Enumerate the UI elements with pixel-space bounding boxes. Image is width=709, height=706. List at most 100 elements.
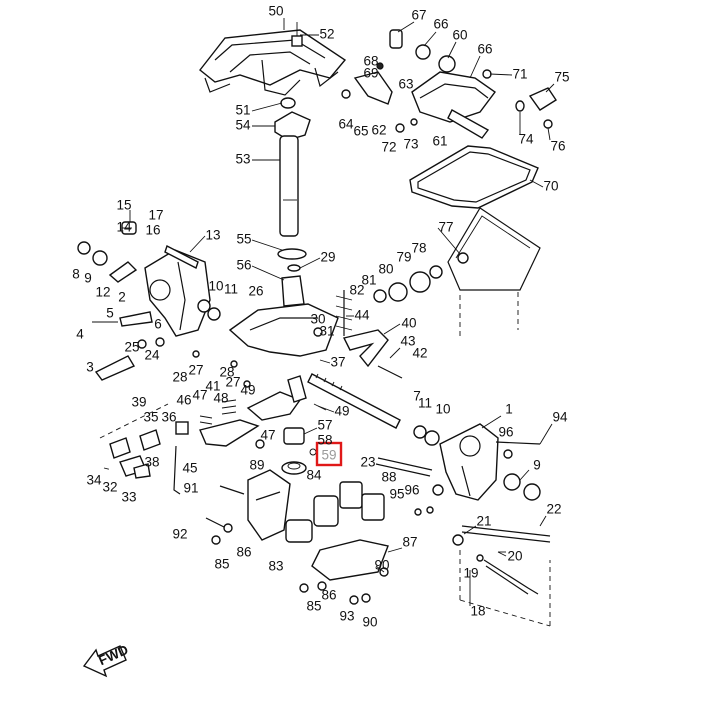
callout-9-label: 9: [533, 458, 541, 473]
callout-54-label: 54: [235, 118, 251, 133]
callout-68-label: 68: [363, 54, 378, 69]
callout-61-label: 61: [432, 134, 447, 149]
callout-35-label: 35: [143, 410, 158, 425]
cowling-part: [447, 207, 541, 340]
callout-30-label: 30: [310, 312, 325, 327]
callout-21-label: 21: [476, 514, 491, 529]
callout-31-label: 31: [319, 324, 334, 339]
callout-2-label: 2: [118, 290, 126, 305]
callout-52-label: 52: [319, 27, 334, 42]
callout-9-label: 9: [84, 271, 92, 286]
callout-71-label: 71: [512, 67, 527, 82]
callout-55-label: 55: [236, 232, 251, 247]
callout-24-label: 24: [144, 348, 160, 363]
lower-mount-part: [205, 469, 389, 605]
callout-51-label: 51: [235, 103, 250, 118]
callout-32-label: 32: [102, 480, 117, 495]
steering-shaft-part: [274, 97, 311, 237]
callout-44-label: 44: [354, 308, 370, 323]
callout-28-label: 28: [172, 370, 187, 385]
callout-56-label: 56: [236, 258, 251, 273]
callout-66-label: 66: [477, 42, 492, 57]
callout-18-label: 18: [470, 604, 485, 619]
callout-43-label: 43: [400, 334, 415, 349]
callout-89-label: 89: [249, 458, 264, 473]
callout-47-label: 47: [260, 428, 275, 443]
callout-5-label: 5: [106, 306, 114, 321]
callout-53-label: 53: [235, 152, 250, 167]
callout-27-label: 27: [225, 375, 240, 390]
callout-16-label: 16: [145, 223, 160, 238]
callout-91-label: 91: [183, 481, 198, 496]
callout-38-label: 38: [144, 455, 159, 470]
callout-58-label: 58: [317, 433, 332, 448]
callout-11-label: 11: [418, 396, 432, 411]
callout-65-label: 65: [353, 124, 368, 139]
callout-87-label: 87: [402, 535, 417, 550]
callout-81-label: 81: [361, 273, 376, 288]
callout-46-label: 46: [176, 393, 191, 408]
callout-20-label: 20: [507, 549, 522, 564]
leader-lines: [122, 18, 555, 606]
callout-4-label: 4: [76, 327, 84, 342]
callout-45-label: 45: [182, 461, 197, 476]
highlight-box: [315, 441, 343, 467]
callout-85-label: 85: [306, 599, 321, 614]
callout-78-label: 78: [411, 241, 426, 256]
callout-90-label: 90: [374, 558, 389, 573]
callout-42-label: 42: [412, 346, 427, 361]
callout-95-label: 95: [389, 487, 404, 502]
callout-77-label: 77: [438, 220, 453, 235]
fwd-direction-arrow: FWD: [82, 642, 131, 678]
callout-62-label: 62: [371, 123, 386, 138]
callout-28-label: 28: [219, 365, 234, 380]
callout-26-label: 26: [248, 284, 263, 299]
callout-96-label: 96: [404, 483, 419, 498]
clamp-bracket-left-part: [77, 210, 221, 381]
callout-49-label: 49: [240, 383, 255, 398]
callout-67-label: 67: [411, 8, 426, 23]
clamp-shaft-part: [307, 373, 440, 446]
callout-8-label: 8: [72, 267, 80, 282]
callout-86-label: 86: [321, 588, 336, 603]
callout-37-label: 37: [330, 355, 345, 370]
callout-17-label: 17: [148, 208, 163, 223]
callout-40-label: 40: [401, 316, 416, 331]
callout-22-label: 22: [546, 502, 561, 517]
callout-90-label: 90: [362, 615, 377, 630]
callout-88-label: 88: [381, 470, 396, 485]
callout-19-label: 19: [463, 566, 478, 581]
callout-79-label: 79: [396, 250, 411, 265]
callout-47-label: 47: [192, 388, 207, 403]
callout-13-label: 13: [205, 228, 220, 243]
callout-14-label: 14: [116, 220, 132, 235]
callout-41-label: 41: [205, 379, 220, 394]
tilt-stopper-part: [99, 403, 181, 495]
callout-33-label: 33: [121, 490, 136, 505]
callout-92-label: 92: [172, 527, 187, 542]
steering-bracket-part: [199, 22, 347, 96]
callout-10-label: 10: [208, 279, 223, 294]
callout-73-label: 73: [403, 137, 418, 152]
callout-25-label: 25: [124, 340, 139, 355]
tilt-lever-part: [175, 350, 327, 449]
callout-80-label: 80: [378, 262, 393, 277]
callout-1-label: 1: [505, 402, 513, 417]
upper-bracket-part: [341, 29, 557, 139]
callout-64-label: 64: [338, 117, 354, 132]
callout-84-label: 84: [306, 468, 322, 483]
clamp-bracket-right-part: [375, 423, 541, 516]
callout-10-label: 10: [435, 402, 450, 417]
callout-39-label: 39: [131, 395, 146, 410]
callout-76-label: 76: [550, 139, 565, 154]
callout-75-label: 75: [554, 70, 569, 85]
callout-48-label: 48: [213, 391, 228, 406]
callout-11-label: 11: [224, 282, 238, 297]
pivot-bushing-part: [281, 427, 317, 475]
callout-69-label: 69: [363, 66, 378, 81]
callout-29-label: 29: [320, 250, 335, 265]
callout-86-label: 86: [236, 545, 251, 560]
callout-60-label: 60: [452, 28, 467, 43]
